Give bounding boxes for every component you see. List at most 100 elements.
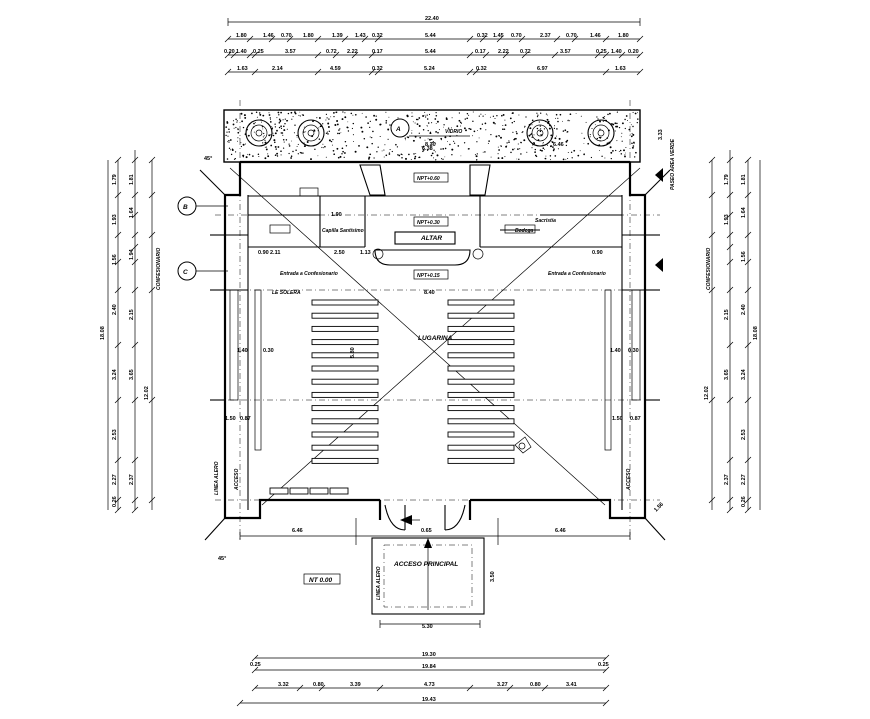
section-marker-a: A bbox=[390, 118, 470, 138]
dim-top-r1-5: 1.43 bbox=[355, 33, 366, 39]
dim-right-i11: 2.37 bbox=[724, 474, 730, 485]
dim-left-m0: 1.79 bbox=[112, 174, 118, 185]
dim-top-r1-12: 0.70 bbox=[566, 33, 577, 39]
dim-0-90-r: 0.90 bbox=[592, 250, 603, 256]
pew-right bbox=[447, 457, 515, 464]
pew-left bbox=[311, 365, 379, 372]
building-bottom-dim bbox=[239, 518, 631, 545]
level-marker-icon bbox=[655, 168, 663, 272]
dim-45: 45° bbox=[218, 556, 226, 562]
room-bodega: Bodega bbox=[515, 228, 534, 234]
linea-alero-bottom: LINEA ALERO bbox=[376, 566, 382, 600]
dim-bot-overall: 19.43 bbox=[422, 697, 436, 703]
level-box-nt: NT 0.00 bbox=[303, 573, 341, 585]
altar-label: ALTAR bbox=[420, 235, 442, 242]
tree-icon bbox=[526, 119, 554, 147]
pews bbox=[269, 299, 515, 495]
dim-3-33: 3.33 bbox=[658, 129, 664, 140]
dim-top-r2-10: 0.72 bbox=[520, 49, 531, 55]
dim-top-r3-4: 5.24 bbox=[424, 66, 436, 72]
bench bbox=[329, 487, 349, 495]
confesionario-left: CONFESIONARIO bbox=[156, 248, 162, 290]
bench bbox=[309, 487, 329, 495]
dim-left-m6: 2.27 bbox=[112, 474, 118, 485]
dim-bot-r3-1: 0.80 bbox=[313, 682, 324, 688]
dim-0-30-l: 0.30 bbox=[263, 348, 274, 354]
dim-1-50-r: 1.50 bbox=[612, 416, 623, 422]
acceso-left: ACCESO bbox=[234, 468, 240, 491]
pew-right bbox=[447, 378, 515, 385]
dim-top-r1-3: 1.80 bbox=[303, 33, 314, 39]
dim-door: 0.65 bbox=[421, 528, 432, 534]
pew-left bbox=[311, 352, 379, 359]
dim-top-overall: 22.40 bbox=[425, 16, 439, 22]
dim-right-total: 12.02 bbox=[704, 386, 710, 400]
dim-6-46-b: 6.46 bbox=[555, 528, 566, 534]
dim-0-87-r: 0.87 bbox=[630, 416, 641, 422]
left-dimension-lines: 18.08 12.02 CONFESIONARIO 1.79 1.93 1.56… bbox=[100, 150, 162, 514]
dim-top-r2-2: 0.25 bbox=[253, 49, 264, 55]
dim-left-outer: 18.08 bbox=[100, 326, 106, 340]
dim-top-r1-6: 0.32 bbox=[372, 33, 383, 39]
dim-bot-r3-2: 3.39 bbox=[350, 682, 361, 688]
pew-left bbox=[311, 457, 379, 464]
dim-left-i7: 2.15 bbox=[129, 309, 135, 320]
dim-left-i12: 2.37 bbox=[129, 474, 135, 485]
dim-right-m4: 3.24 bbox=[741, 368, 747, 380]
dim-top-r3-3: 0.32 bbox=[372, 66, 383, 72]
dim-bot-r1-2: 0.25 bbox=[598, 662, 609, 668]
dim-right-i6: 2.15 bbox=[724, 309, 730, 320]
dim-center-mid: 6.38 bbox=[422, 146, 433, 152]
dim-6-46: 6.46 bbox=[292, 528, 303, 534]
pew-right bbox=[447, 405, 515, 412]
dim-top-r1-9: 1.45 bbox=[493, 33, 504, 39]
pew-left bbox=[311, 418, 379, 425]
pew-right bbox=[447, 299, 515, 306]
section-marker-c-label: C bbox=[183, 269, 188, 276]
dim-bot-r3-0: 3.32 bbox=[278, 682, 289, 688]
pew-right bbox=[447, 339, 515, 346]
pew-left bbox=[311, 444, 379, 451]
dim-right-outer: 18.08 bbox=[753, 326, 759, 340]
dim-right-m2: 1.56 bbox=[741, 251, 747, 262]
pew-left bbox=[311, 312, 379, 319]
dim-top-r1-4: 1.39 bbox=[332, 33, 343, 39]
pew-right bbox=[447, 444, 515, 451]
dim-top-r2-1: 1.40 bbox=[236, 49, 247, 55]
dim-bot-r3-6: 3.41 bbox=[566, 682, 577, 688]
decorative-figure-icon bbox=[514, 436, 532, 454]
pew-left bbox=[311, 299, 379, 306]
dim-top-r3-5: 0.32 bbox=[476, 66, 487, 72]
dim-left-i10: 3.65 bbox=[129, 369, 135, 380]
level-box-2: NPT+0.30 bbox=[413, 216, 449, 227]
pew-left bbox=[311, 391, 379, 398]
dim-top-r1-0: 1.80 bbox=[236, 33, 247, 39]
pew-right bbox=[447, 325, 515, 332]
acceso-right: ACCESO bbox=[626, 468, 632, 491]
section-marker-b: B bbox=[177, 196, 228, 216]
dim-left-m2: 1.56 bbox=[112, 254, 118, 265]
level-npt2: NPT+0.30 bbox=[417, 220, 440, 226]
dim-top-r2-0: 0.20 bbox=[224, 49, 235, 55]
dim-right-m5: 2.53 bbox=[741, 429, 747, 440]
dim-top-r2-9: 2.22 bbox=[498, 49, 509, 55]
dim-0-87: 0.87 bbox=[240, 416, 251, 422]
dim-1-13: 1.13 bbox=[360, 250, 371, 256]
ang-left: 45° bbox=[204, 156, 212, 162]
entrance-porch: ACCESO PRINCIPAL LINEA ALERO 3.50 5.30 bbox=[371, 537, 496, 630]
dim-right-m6: 2.27 bbox=[741, 474, 747, 485]
tree-icon bbox=[245, 119, 273, 147]
paseo-label: PASEO AREA VERDE bbox=[670, 138, 676, 190]
dim-5-80: 5.80 bbox=[350, 347, 356, 358]
dim-top-r1-8: 0.32 bbox=[477, 33, 488, 39]
pew-right bbox=[447, 431, 515, 438]
pew-left bbox=[311, 325, 379, 332]
dim-right-m0: 1.81 bbox=[741, 174, 747, 185]
dim-bot-r1-1: 19.30 bbox=[422, 652, 436, 658]
dim-0-30-r: 0.30 bbox=[628, 348, 639, 354]
dim-top-r1-14: 1.80 bbox=[618, 33, 629, 39]
nave-label: LUGARINA bbox=[418, 335, 453, 342]
dim-1-50: 1.50 bbox=[225, 416, 236, 422]
dim-bot-r3-4: 3.27 bbox=[497, 682, 508, 688]
